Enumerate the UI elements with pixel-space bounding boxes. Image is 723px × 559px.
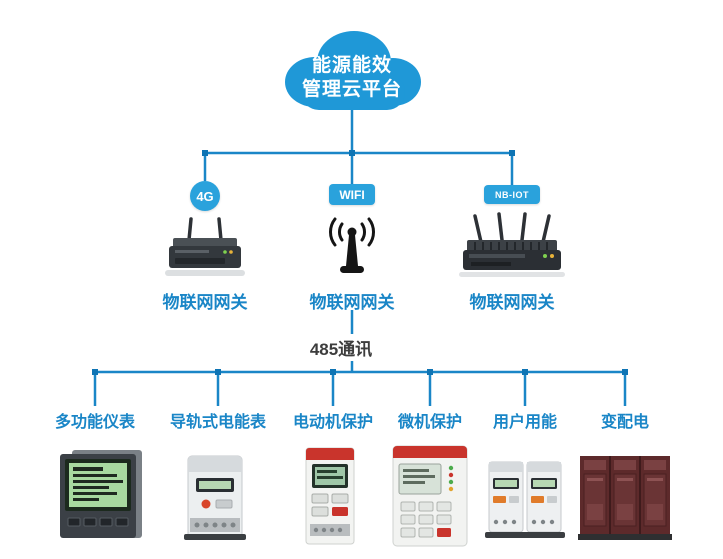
motor-protector-icon: [298, 446, 362, 553]
terminal-label-user-energy: 用户用能: [492, 414, 557, 431]
cloud-title-line2: 管理云平台: [301, 79, 402, 100]
terminal-label-power-distribution: 变配电: [600, 414, 649, 431]
switchgear-cabinet-icon: [578, 450, 672, 547]
cloud-icon: [285, 31, 421, 110]
din-rail-meter-icon: [176, 452, 254, 549]
gateway-label-1: 物联网网关: [162, 293, 248, 312]
cloud-platform-node: [267, 22, 437, 122]
cloud-title-line1: 能源能效: [311, 55, 392, 76]
router-2-antenna-icon: [159, 216, 251, 287]
badge-nb-iot: NB-IOT: [484, 185, 540, 204]
badge-4g: 4G: [190, 181, 220, 211]
cloud-platform-title: 能源能效 管理云平台: [267, 54, 437, 102]
router-4-antenna-icon: [459, 212, 565, 291]
junction-dots: [92, 150, 628, 375]
terminal-label-multifunction-meter: 多功能仪表: [54, 414, 135, 431]
multifunction-meter-icon: [52, 446, 148, 549]
protection-relay-icon: [389, 444, 471, 553]
energy-meter-icon: [483, 452, 567, 549]
bus-label-485: 485通讯: [288, 334, 394, 361]
wifi-antenna-icon: [321, 214, 383, 283]
badge-wifi: WIFI: [329, 184, 375, 205]
gateway-label-3: 物联网网关: [469, 293, 555, 312]
gateway-label-2: 物联网网关: [309, 293, 395, 312]
terminal-label-motor-protection: 电动机保护: [292, 414, 373, 431]
terminal-label-relay-protection: 微机保护: [397, 414, 462, 431]
terminal-label-din-rail-meter: 导轨式电能表: [169, 414, 266, 431]
